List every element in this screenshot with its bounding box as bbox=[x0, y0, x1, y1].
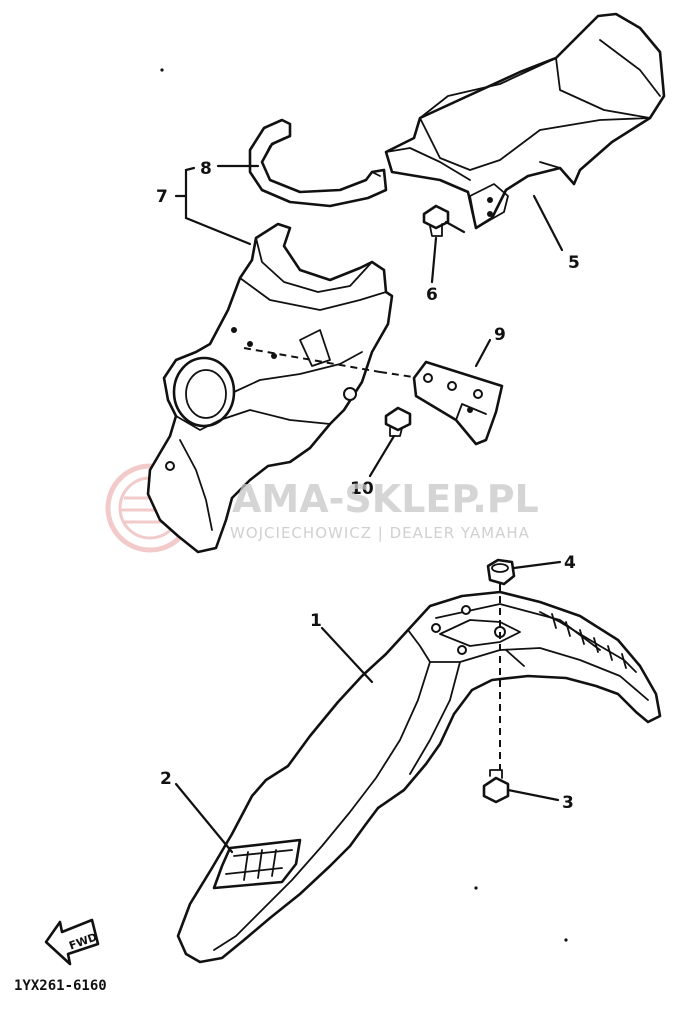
leader-lines bbox=[174, 164, 564, 854]
part-2-decal bbox=[212, 838, 302, 890]
part-7-front-cover bbox=[146, 222, 421, 554]
scan-dot bbox=[160, 68, 164, 72]
diagram-code: 1YX261-6160 bbox=[14, 978, 107, 994]
callout-4: 4 bbox=[564, 553, 576, 573]
scan-dot bbox=[474, 886, 478, 890]
callout-5: 5 bbox=[568, 253, 580, 273]
part-3-bolt bbox=[482, 769, 560, 804]
scan-dot bbox=[564, 938, 568, 942]
part-5-rear-flap bbox=[384, 12, 666, 230]
part-9-bracket-plate bbox=[412, 360, 504, 446]
callout-9: 9 bbox=[494, 325, 506, 345]
callout-10: 10 bbox=[350, 479, 374, 499]
watermark-subtitle: WOJCIECHOWICZ | DEALER YAMAHA bbox=[230, 524, 530, 542]
callout-6: 6 bbox=[426, 285, 438, 305]
forward-arrow: FWD bbox=[44, 918, 100, 966]
part-10-bolt bbox=[368, 406, 412, 478]
watermark-title: AMA-SKLEP.PL bbox=[232, 477, 539, 521]
callout-3: 3 bbox=[562, 793, 574, 813]
callout-7: 7 bbox=[156, 187, 168, 207]
part-8-clamp-band bbox=[248, 118, 388, 208]
part-6-bolt bbox=[422, 204, 466, 237]
callout-1: 1 bbox=[310, 611, 322, 631]
callout-2: 2 bbox=[160, 769, 172, 789]
part-4-grommet bbox=[486, 558, 562, 586]
part-1-rear-fender bbox=[176, 590, 662, 964]
callout-8: 8 bbox=[200, 159, 212, 179]
